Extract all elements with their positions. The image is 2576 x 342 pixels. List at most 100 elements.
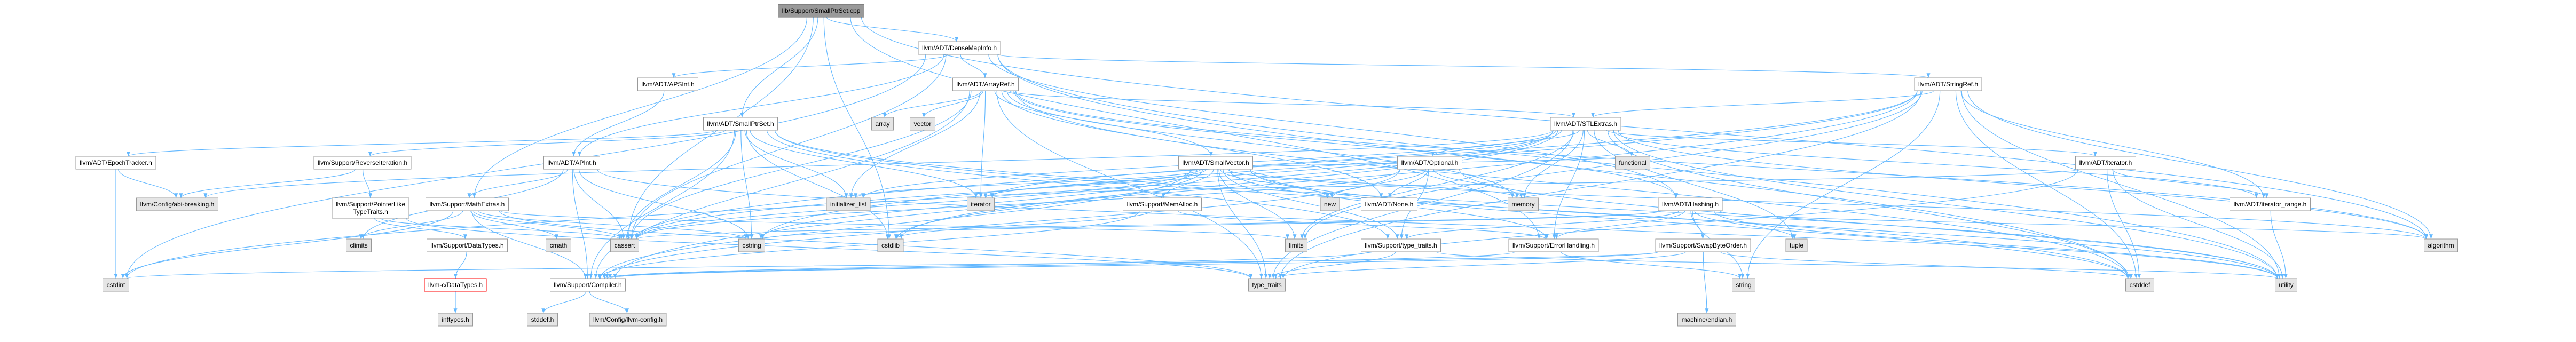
node-llvm-support-type-traits-h-box[interactable] — [1361, 238, 1441, 252]
node-llvm-support-reverseiteration-h-box[interactable] — [313, 156, 412, 170]
node-llvm-support-compiler-h[interactable]: llvm/Support/Compiler.h — [550, 278, 626, 292]
node-llvm-support-errorhandling-h[interactable]: llvm/Support/ErrorHandling.h — [1508, 238, 1599, 252]
node-llvm-adt-apint-h-box[interactable] — [543, 156, 600, 170]
node-utility-box — [2275, 278, 2297, 292]
node-llvm-adt-smallptrset-h-box[interactable] — [703, 117, 778, 131]
node-llvm-support-pointerliketypetraits-h-box[interactable] — [332, 197, 409, 219]
node-llvm-adt-iterator-h-box[interactable] — [2075, 156, 2136, 170]
include-edge — [541, 291, 587, 314]
node-llvm-adt-stringref-h-box[interactable] — [1914, 77, 1982, 91]
node-llvm-support-type-traits-h[interactable]: llvm/Support/type_traits.h — [1361, 238, 1441, 252]
node-llvm-adt-smallptrset-h[interactable]: llvm/ADT/SmallPtrSet.h — [703, 117, 778, 131]
node-limits: limits — [1285, 238, 1307, 252]
node-utility: utility — [2275, 278, 2297, 292]
node-llvm-adt-optional-h-label[interactable]: llvm/ADT/Optional.h — [1401, 159, 1459, 166]
node-llvm-support-swapbyteorder-h-box[interactable] — [1655, 238, 1751, 252]
node-llvm-c-datatypes-h-box[interactable] — [424, 278, 487, 292]
node-llvm-c-datatypes-h[interactable]: llvm-c/DataTypes.h — [424, 278, 487, 292]
node-llvm-support-mathextras-h-label[interactable]: llvm/Support/MathExtras.h — [430, 201, 505, 208]
include-edge — [597, 210, 1140, 279]
node-llvm-adt-smallptrset-h-label[interactable]: llvm/ADT/SmallPtrSet.h — [707, 120, 774, 128]
node-type-traits-label: type_traits — [1252, 281, 1281, 289]
node-llvm-adt-smallvector-h-label[interactable]: llvm/ADT/SmallVector.h — [1182, 159, 1249, 166]
node-llvm-adt-iterator-h-label[interactable]: llvm/ADT/iterator.h — [2079, 159, 2132, 166]
node-llvm-adt-none-h[interactable]: llvm/ADT/None.h — [1361, 197, 1417, 211]
node-llvm-support-compiler-h-box[interactable] — [550, 278, 626, 292]
node-machine-endian-h: machine/endian.h — [1677, 313, 1736, 327]
node-llvm-support-pointerliketypetraits-h-label[interactable]: TypeTraits.h — [353, 208, 388, 216]
node-llvm-adt-epochtracker-h[interactable]: llvm/ADT/EpochTracker.h — [75, 156, 156, 170]
node-llvm-adt-none-h-box[interactable] — [1361, 197, 1417, 211]
node-llvm-adt-stringref-h[interactable]: llvm/ADT/StringRef.h — [1914, 77, 1982, 91]
node-llvm-adt-optional-h-box[interactable] — [1397, 156, 1462, 170]
node-llvm-adt-smallvector-h[interactable]: llvm/ADT/SmallVector.h — [1178, 156, 1253, 170]
node-llvm-support-datatypes-h-label[interactable]: llvm/Support/DataTypes.h — [430, 242, 503, 249]
node-llvm-c-datatypes-h-label[interactable]: llvm-c/DataTypes.h — [428, 281, 483, 289]
node-llvm-adt-densemapinfo-h-box[interactable] — [918, 41, 1001, 55]
include-edge — [374, 218, 467, 240]
node-llvm-adt-hashing-h-box[interactable] — [1658, 197, 1723, 211]
include-edge — [996, 90, 1263, 279]
include-edge — [471, 210, 587, 279]
node-llvm-adt-apint-h-label[interactable]: llvm/ADT/APInt.h — [547, 159, 596, 166]
include-edge — [467, 169, 568, 198]
node-llvm-support-reverseiteration-h[interactable]: llvm/Support/ReverseIteration.h — [313, 156, 412, 170]
node-llvm-adt-epochtracker-h-label[interactable]: llvm/ADT/EpochTracker.h — [80, 159, 152, 166]
include-edge — [1220, 169, 1330, 198]
node-string-box — [1732, 278, 1755, 292]
node-llvm-adt-none-h-label[interactable]: llvm/ADT/None.h — [1365, 201, 1414, 208]
node-llvm-adt-iterator-h[interactable]: llvm/ADT/iterator.h — [2075, 156, 2136, 170]
node-llvm-adt-hashing-h[interactable]: llvm/ADT/Hashing.h — [1658, 197, 1723, 211]
node-llvm-adt-optional-h[interactable]: llvm/ADT/Optional.h — [1397, 156, 1462, 170]
node-llvm-adt-stlextras-h[interactable]: llvm/ADT/STLExtras.h — [1550, 117, 1621, 131]
node-llvm-support-swapbyteorder-h[interactable]: llvm/Support/SwapByteOrder.h — [1655, 238, 1751, 252]
include-edge — [990, 130, 1562, 198]
node-llvm-config-abi-breaking-h-box — [136, 197, 218, 211]
include-edge — [1281, 169, 2079, 279]
include-edge — [1218, 169, 1297, 240]
node-llvm-adt-stringref-h-label[interactable]: llvm/ADT/StringRef.h — [1918, 81, 1978, 88]
node-llvm-adt-apsint-h-label[interactable]: llvm/ADT/APSInt.h — [641, 81, 694, 88]
node-algorithm-box — [2424, 238, 2458, 252]
node-llvm-support-swapbyteorder-h-label[interactable]: llvm/Support/SwapByteOrder.h — [1659, 242, 1747, 249]
node-llvm-adt-stlextras-h-box[interactable] — [1550, 117, 1621, 131]
node-llvm-adt-epochtracker-h-box[interactable] — [75, 156, 156, 170]
node-llvm-adt-densemapinfo-h[interactable]: llvm/ADT/DenseMapInfo.h — [918, 41, 1001, 55]
node-llvm-support-compiler-h-label[interactable]: llvm/Support/Compiler.h — [554, 281, 621, 289]
node-llvm-adt-iterator-range-h[interactable]: llvm/ADT/iterator_range.h — [2230, 197, 2311, 211]
node-llvm-support-mathextras-h[interactable]: llvm/Support/MathExtras.h — [426, 197, 509, 211]
node-llvm-support-errorhandling-h-label[interactable]: llvm/Support/ErrorHandling.h — [1512, 242, 1595, 249]
node-llvm-adt-iterator-range-h-label[interactable]: llvm/ADT/iterator_range.h — [2234, 201, 2307, 208]
include-edge — [1330, 169, 1427, 198]
node-llvm-adt-arrayref-h-label[interactable]: llvm/ADT/ArrayRef.h — [956, 81, 1014, 88]
node-llvm-adt-arrayref-h-box[interactable] — [952, 77, 1019, 91]
node-llvm-support-datatypes-h[interactable]: llvm/Support/DataTypes.h — [427, 238, 508, 252]
node-llvm-adt-smallvector-h-box[interactable] — [1178, 156, 1253, 170]
node-cstddef-box — [2125, 278, 2154, 292]
node-llvm-support-mathextras-h-box[interactable] — [426, 197, 509, 211]
node-llvm-support-pointerliketypetraits-h-label[interactable]: llvm/Support/PointerLike — [336, 201, 405, 208]
node-cstdint-label: cstdint — [107, 281, 125, 289]
node-cstdlib-box — [877, 238, 904, 252]
node-llvm-adt-apint-h[interactable]: llvm/ADT/APInt.h — [543, 156, 600, 170]
node-llvm-support-reverseiteration-h-label[interactable]: llvm/Support/ReverseIteration.h — [318, 159, 407, 166]
include-edge — [605, 251, 1516, 279]
node-llvm-adt-apsint-h-box[interactable] — [637, 77, 698, 91]
node-tuple-box — [1785, 238, 1808, 252]
node-llvm-adt-arrayref-h[interactable]: llvm/ADT/ArrayRef.h — [952, 77, 1019, 91]
node-llvm-config-llvm-config-h: llvm/Config/llvm-config.h — [589, 313, 667, 327]
node-llvm-adt-stlextras-h-label[interactable]: llvm/ADT/STLExtras.h — [1554, 120, 1617, 128]
node-llvm-support-datatypes-h-box[interactable] — [427, 238, 508, 252]
node-inttypes-h-box — [438, 313, 473, 327]
node-llvm-support-memalloc-h[interactable]: llvm/Support/MemAlloc.h — [1123, 197, 1202, 211]
node-llvm-adt-hashing-h-label[interactable]: llvm/ADT/Hashing.h — [1662, 201, 1719, 208]
include-edge — [894, 210, 1152, 240]
node-llvm-adt-apsint-h[interactable]: llvm/ADT/APSInt.h — [637, 77, 698, 91]
node-llvm-support-memalloc-h-label[interactable]: llvm/Support/MemAlloc.h — [1127, 201, 1198, 208]
node-llvm-support-type-traits-h-label[interactable]: llvm/Support/type_traits.h — [1365, 242, 1437, 249]
node-llvm-support-memalloc-h-box[interactable] — [1123, 197, 1202, 211]
node-llvm-adt-iterator-range-h-box[interactable] — [2230, 197, 2311, 211]
node-llvm-adt-densemapinfo-h-label[interactable]: llvm/ADT/DenseMapInfo.h — [922, 44, 997, 52]
node-llvm-support-errorhandling-h-box[interactable] — [1508, 238, 1599, 252]
